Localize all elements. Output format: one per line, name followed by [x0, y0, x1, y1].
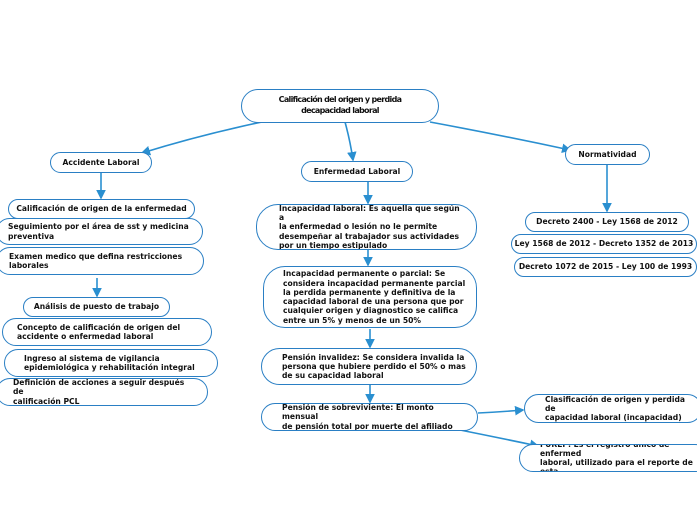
enfermedad-item-incapacidad[interactable]: Incapacidad laboral: Es aquella que segú…	[256, 204, 477, 250]
link-root-accidente	[140, 121, 263, 156]
normatividad-item-1[interactable]: Decreto 2400 - Ley 1568 de 2012	[525, 212, 689, 232]
accidente-item-concepto[interactable]: Concepto de calificación de origen del a…	[2, 318, 212, 346]
accidente-item-calificacion[interactable]: Calificación de origen de la enfermedad	[8, 199, 195, 219]
branch-enfermedad-laboral[interactable]: Enfermedad Laboral	[301, 161, 413, 182]
link-root-enfermedad	[344, 121, 357, 162]
accidente-item-vigilancia[interactable]: Ingreso al sistema de vigilancia epidemi…	[4, 349, 218, 377]
branch-normatividad[interactable]: Normatividad	[565, 144, 650, 165]
enfermedad-sub-furep[interactable]: FUREP: Es el registro único de enfermed …	[519, 444, 697, 472]
normatividad-item-3[interactable]: Decreto 1072 de 2015 - Ley 100 de 1993	[514, 257, 697, 277]
accidente-item-seguimiento[interactable]: Seguimiento por el área de sst y medicin…	[0, 218, 203, 245]
branch-accidente-laboral[interactable]: Accidente Laboral	[50, 152, 152, 173]
enfermedad-item-incapacidad-permanente[interactable]: Incapacidad permanente o parcial: Se con…	[263, 266, 477, 328]
normatividad-item-2[interactable]: Ley 1568 de 2012 - Decreto 1352 de 2013	[511, 234, 697, 254]
enfermedad-item-pension-sobreviviente[interactable]: Pensión de sobreviviente: El monto mensu…	[261, 403, 478, 431]
accidente-item-analisis[interactable]: Análisis de puesto de trabajo	[23, 297, 170, 317]
root-node[interactable]: Calificación del origen y perdida decapa…	[241, 89, 439, 123]
enfermedad-sub-clasificacion[interactable]: Clasificación de origen y perdida de cap…	[524, 394, 697, 423]
enfermedad-item-pension-invalidez[interactable]: Pensión invalidez: Se considera invalida…	[261, 348, 477, 385]
accidente-item-examen[interactable]: Examen medico que defina restricciones l…	[0, 247, 204, 275]
link-clasificacion	[477, 405, 525, 416]
link-furep	[459, 429, 540, 450]
accidente-item-acciones[interactable]: Definición de acciones a seguir después …	[0, 378, 208, 406]
link-root-normatividad	[429, 121, 572, 154]
